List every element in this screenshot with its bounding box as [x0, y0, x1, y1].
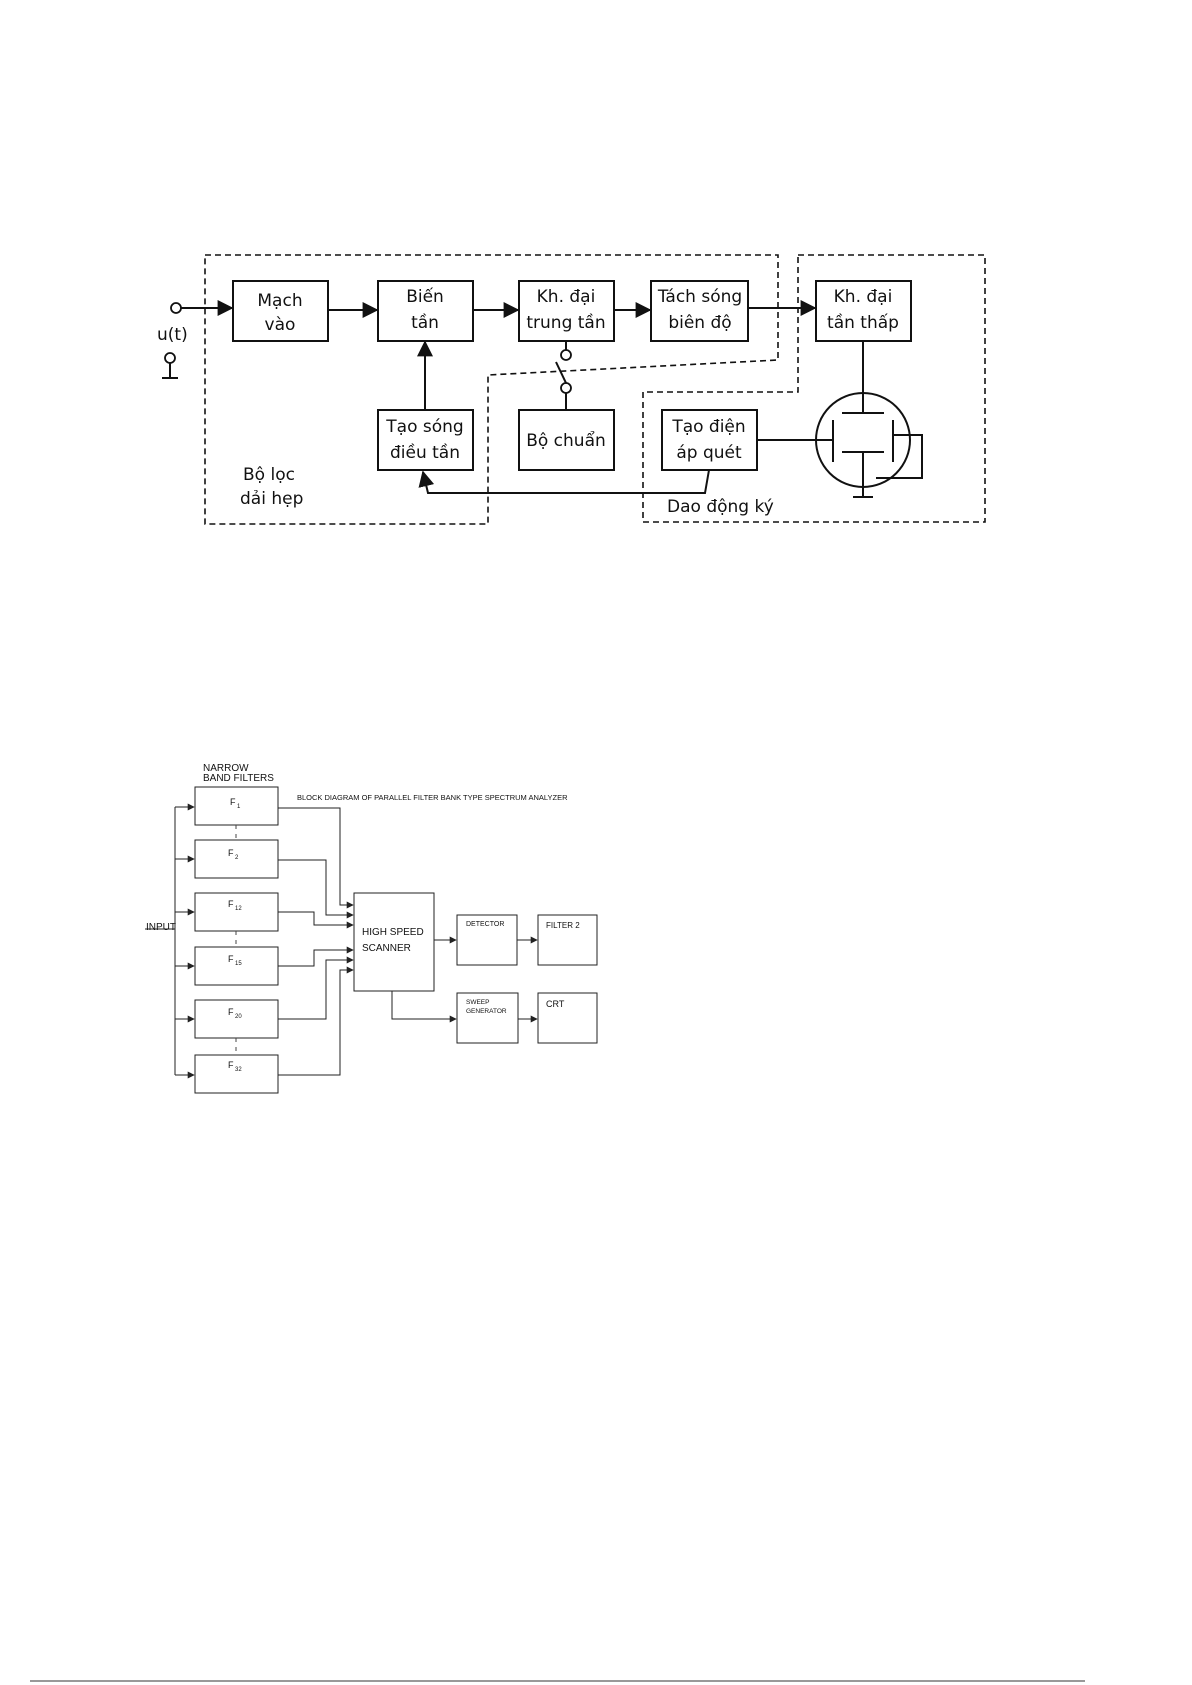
filter-f12-sub: 12 [235, 906, 242, 912]
input-label: u(t) [157, 325, 188, 345]
calibration-switch [555, 341, 572, 410]
block-kh-dai-trung-tan-line1: Kh. đại [537, 287, 596, 307]
region-bo-loc-line2: dải hẹp [240, 489, 303, 509]
region-dao-dong-ky-outline [642, 254, 986, 523]
filter-f2-base: F [228, 848, 234, 858]
block-tach-song-line1: Tách sóng [657, 287, 742, 307]
filter-f20-base: F [228, 1007, 234, 1017]
spectrum-analyzer-diagram-vn: u(t) Mạch vào Biến tần Kh. đại trung tần… [157, 254, 986, 525]
filter-f1-sub: 1 [237, 804, 241, 810]
filter2-block [537, 914, 598, 966]
filter-f12: F 12 [175, 892, 279, 932]
input-terminal-top [170, 302, 182, 314]
crt-tube-symbol [757, 392, 923, 498]
block-tach-song-line2: biên độ [668, 313, 731, 333]
block-tach-song [650, 280, 749, 342]
block-bo-chuan [518, 409, 615, 471]
region-bo-loc-line1: Bộ lọc [243, 465, 295, 485]
filter-f32: F 32 [175, 1054, 279, 1094]
block-bien-tan-line1: Biến [406, 286, 444, 307]
filter-f20: F 20 [175, 999, 279, 1039]
block-bo-chuan-label: Bộ chuẩn [526, 430, 606, 451]
filter-f12-base: F [228, 899, 234, 909]
detector-block [456, 914, 518, 966]
scanner-line1: HIGH SPEED [362, 927, 424, 938]
filter-f32-base: F [228, 1060, 234, 1070]
filter-f32-sub: 32 [235, 1067, 242, 1073]
filter-f15: F 15 [175, 946, 279, 986]
block-kh-dai-tan-thap [815, 280, 912, 342]
sweep-line2: GENERATOR [466, 1008, 507, 1015]
filter-f2-sub: 2 [235, 855, 239, 861]
block-mach-vao [232, 280, 329, 342]
sweep-line1: SWEEP [466, 999, 489, 1006]
filter-f15-sub: 15 [235, 961, 242, 967]
block-kh-dai-tan-thap-line2: tần thấp [827, 312, 899, 333]
region-dao-dong-ky-label: Dao động ký [667, 497, 774, 517]
detector-label: DETECTOR [466, 921, 504, 928]
filters-heading-line2: BAND FILTERS [203, 773, 274, 784]
filter2-label: FILTER 2 [546, 921, 580, 930]
block-tao-song-line2: điều tần [390, 442, 460, 463]
diagram2-title: BLOCK DIAGRAM OF PARALLEL FILTER BANK TY… [297, 793, 568, 802]
filter-f20-sub: 20 [235, 1014, 242, 1020]
input-label-en: INPUT [146, 922, 176, 933]
sweep-generator-block [456, 992, 519, 1044]
filters-heading-line1: NARROW [203, 763, 249, 774]
block-tao-dien-ap-line1: Tạo điện [671, 417, 745, 437]
filter-f1: F 1 [175, 786, 279, 826]
block-kh-dai-trung-tan [518, 280, 615, 342]
block-kh-dai-trung-tan-line2: trung tần [526, 312, 605, 333]
ground-terminal [164, 352, 176, 364]
block-kh-dai-tan-thap-line1: Kh. đại [834, 287, 893, 307]
crt-label: CRT [546, 999, 565, 1009]
block-tao-dien-ap [661, 409, 758, 471]
block-mach-vao-line1: Mạch [257, 291, 302, 311]
block-bien-tan-line2: tần [411, 312, 439, 333]
filter-f15-base: F [228, 954, 234, 964]
filter-f2: F 2 [175, 839, 279, 879]
high-speed-scanner-block [353, 892, 435, 992]
block-mach-vao-line2: vào [265, 315, 296, 335]
block-tao-dien-ap-line2: áp quét [676, 443, 742, 463]
scanner-line2: SCANNER [362, 943, 411, 954]
block-tao-song-line1: Tạo sóng [385, 417, 463, 437]
crt-block [537, 992, 598, 1044]
region-bo-loc-outline [204, 254, 779, 525]
filter-f1-base: F [230, 797, 236, 807]
